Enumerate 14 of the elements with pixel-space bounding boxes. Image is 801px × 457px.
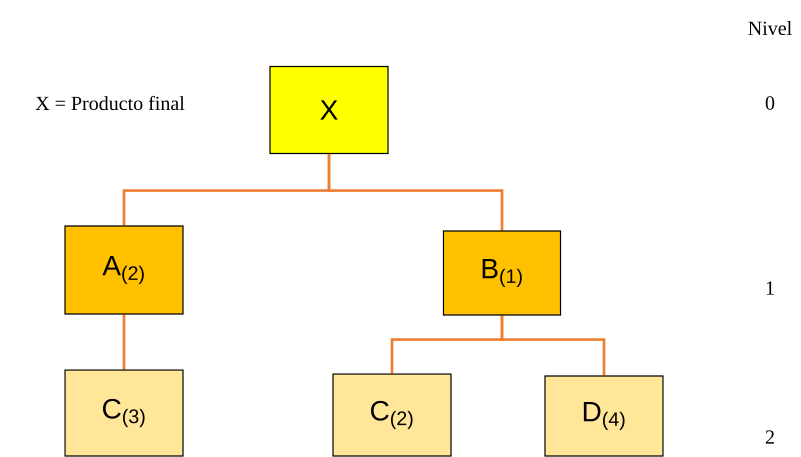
level-label: 2 <box>766 430 774 444</box>
level-label: 0 <box>766 96 774 110</box>
connector-line <box>328 154 504 230</box>
level-label: 1 <box>766 281 774 295</box>
level-label: X = Producto final <box>36 96 184 110</box>
connector-line <box>500 316 606 376</box>
part-box: C$_{(3)}$ <box>64 369 184 457</box>
level-label: Nivel <box>748 20 792 36</box>
part-box: C$_{(2)}$ <box>332 373 452 457</box>
part-box: B$_{(1)}$ <box>442 230 562 316</box>
connector-line <box>122 314 126 370</box>
part-box: D$_{(4)}$ <box>544 375 664 457</box>
part-box: A$_{(2)}$ <box>64 225 184 315</box>
part-box: X <box>269 66 389 154</box>
